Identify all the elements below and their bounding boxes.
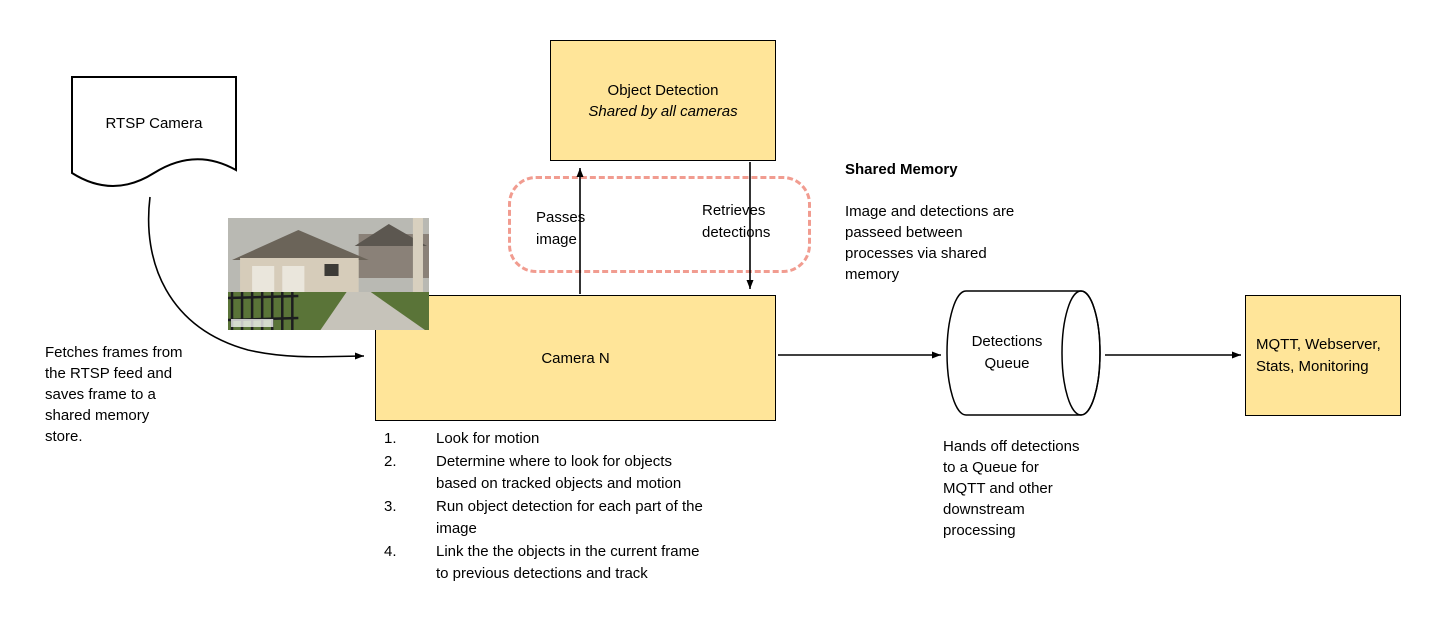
object-detection-node: Object Detection Shared by all cameras: [550, 40, 776, 161]
step-text: Look for motion: [436, 430, 540, 447]
retrieves-detections-label: Retrieves detections: [702, 202, 771, 241]
step-text: Link the the objects in the current fram…: [436, 542, 700, 583]
camera-step-2: 2. Determine where to look for objects b…: [380, 451, 780, 496]
shared-memory-note: Shared Memory Image and detections are p…: [845, 138, 1060, 306]
camera-step-3: 3. Run object detection for each part of…: [380, 496, 780, 541]
step-number: 4.: [384, 542, 397, 560]
camera-n-node: Camera N: [375, 295, 776, 421]
step-number: 2.: [384, 452, 397, 470]
camera-step-4: 4. Link the the objects in the current f…: [380, 541, 780, 586]
mqtt-webserver-node: MQTT, Webserver, Stats, Monitoring: [1245, 295, 1401, 416]
step-text: Run object detection for each part of th…: [436, 497, 703, 538]
shared-memory-note-body: Image and detections are passeed between…: [845, 203, 1015, 283]
camera-step-1: 1. Look for motion: [380, 428, 780, 451]
rtsp-camera-label: RTSP Camera: [105, 115, 203, 132]
rtsp-camera-node: RTSP Camera: [70, 75, 238, 215]
shared-memory-region: [508, 176, 811, 273]
camera-n-label: Camera N: [541, 349, 610, 367]
object-detection-title: Object Detection: [607, 81, 719, 99]
object-detection-subtitle: Shared by all cameras: [588, 102, 738, 120]
passes-image-label: Passes image: [536, 209, 586, 248]
camera-steps-list: 1. Look for motion 2. Determine where to…: [380, 428, 780, 586]
queue-handoff-note: Hands off detections to a Queue for MQTT…: [943, 438, 1080, 539]
step-text: Determine where to look for objects base…: [436, 452, 682, 493]
camera-snapshot-scene: [228, 218, 429, 330]
step-number: 3.: [384, 497, 397, 515]
detections-queue-node: Detections Queue: [945, 288, 1103, 418]
detections-queue-label: Detections Queue: [971, 333, 1043, 372]
fetch-frames-note: Fetches frames from the RTSP feed and sa…: [45, 344, 183, 445]
queue-cylinder-shape: [946, 290, 1101, 416]
shared-memory-note-title: Shared Memory: [845, 161, 958, 178]
camera-snapshot-image: [228, 218, 429, 330]
step-number: 1.: [384, 430, 397, 447]
mqtt-webserver-label: MQTT, Webserver, Stats, Monitoring: [1256, 335, 1381, 375]
rtsp-camera-shape: [71, 76, 237, 187]
